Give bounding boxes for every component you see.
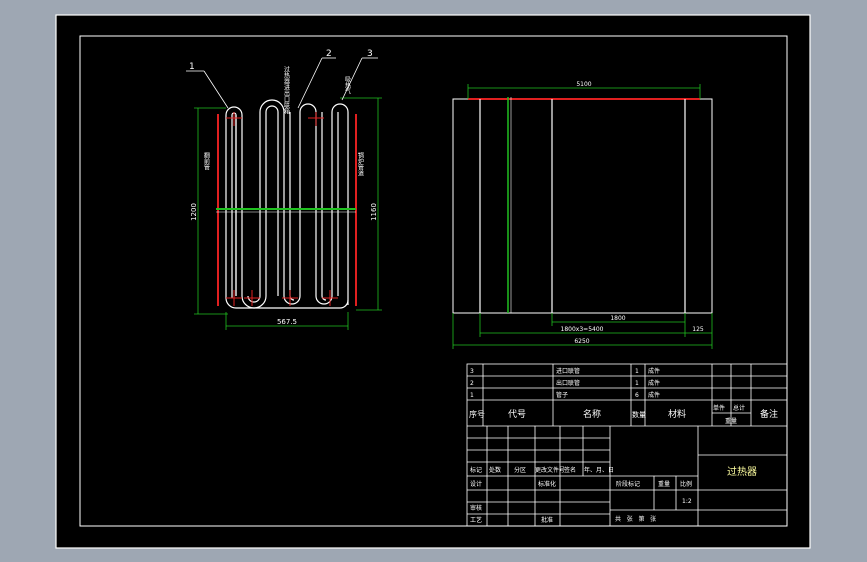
part-row-1-material: 成件 (648, 391, 660, 399)
dim-total: 6250 (574, 338, 589, 345)
dim-height-right: 1160 (370, 203, 378, 221)
label-sheets: 共 张 第 张 (615, 515, 656, 523)
dim-height-left: 1200 (190, 203, 198, 221)
part-row-2-material: 成件 (648, 379, 660, 387)
header-single: 单件 (713, 404, 725, 412)
title-block (466, 363, 788, 527)
note-front-tube: 翻前管 (203, 151, 210, 171)
label-weight: 重量 (658, 480, 670, 488)
callout-1: 1 (189, 62, 195, 72)
tube-center-marks (226, 112, 338, 306)
label-date: 年、月、日 (584, 466, 614, 474)
label-change-doc: 更改文件号 (535, 466, 565, 474)
scale-value: 1:2 (682, 498, 692, 505)
label-zone: 分区 (514, 466, 526, 474)
part-row-3-name: 进口联管 (556, 367, 580, 375)
left-view: 1200 1160 567.5 1 2 3 过热器进出口联箱 吸热气 翻前管 锅… (186, 49, 382, 330)
header-total: 总计 (733, 404, 745, 412)
header-remark: 备注 (760, 408, 778, 420)
dim-end: 125 (692, 326, 704, 333)
note-boiler-pipe: 锅炉管道 (357, 151, 364, 177)
note-heat: 吸热气 (344, 76, 351, 94)
label-review: 审核 (470, 504, 482, 512)
callout-3: 3 (367, 49, 373, 59)
part-row-1-no: 1 (470, 392, 474, 399)
tube-lines (479, 99, 686, 313)
part-row-3-qty: 1 (635, 368, 639, 375)
drawing-border (79, 35, 788, 527)
label-signature: 签名 (564, 466, 576, 474)
left-dimensions (194, 97, 382, 330)
drawing-name: 过热器 (727, 465, 757, 478)
header-no: 序号 (469, 409, 485, 419)
dim-width: 567.5 (277, 318, 297, 326)
title-block-text: 3 进口联管 1 成件 2 出口联管 1 成件 1 管子 6 成件 序号 代号 … (469, 367, 778, 524)
dim-top: 5100 (576, 81, 591, 88)
header-code: 代号 (508, 409, 526, 420)
header-name: 名称 (583, 408, 601, 420)
callout-2: 2 (326, 49, 332, 59)
dim-pitch: 1800x3=5400 (561, 326, 604, 333)
callout-leaders (186, 57, 378, 109)
label-mark: 标记 (470, 466, 482, 474)
label-standardize: 标准化 (538, 480, 556, 488)
note-header: 过热器进出口联箱 (283, 65, 290, 115)
part-row-1-qty: 6 (635, 392, 639, 399)
label-approve: 批准 (541, 516, 553, 524)
label-count: 处数 (489, 466, 501, 474)
right-view: 5100 1800 1800x3=5400 125 6250 (452, 81, 713, 349)
label-design: 设计 (470, 480, 482, 488)
label-stage-mark: 阶段标记 (616, 480, 640, 488)
part-row-3-material: 成件 (648, 367, 660, 375)
drawing-sheet (55, 14, 811, 549)
part-row-2-qty: 1 (635, 380, 639, 387)
dim-inner: 1800 (610, 315, 625, 322)
part-row-1-name: 管子 (556, 391, 568, 399)
label-process: 工艺 (470, 516, 482, 524)
part-row-2-no: 2 (470, 380, 474, 387)
right-dimensions (452, 84, 713, 349)
label-scale: 比例 (680, 480, 692, 488)
part-row-2-name: 出口联管 (556, 379, 580, 387)
part-row-3-no: 3 (470, 368, 474, 375)
header-qty: 数量 (632, 410, 646, 419)
header-material: 材料 (668, 408, 686, 420)
header-weight: 重量 (725, 417, 737, 425)
